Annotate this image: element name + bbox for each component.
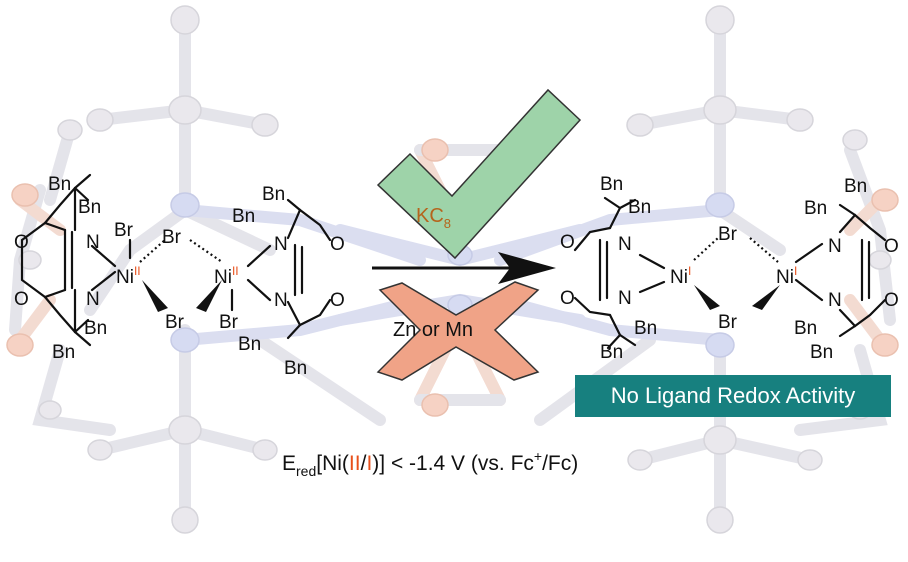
nitrogen-label: N xyxy=(86,232,100,253)
benzyl-label: Bn xyxy=(48,174,71,195)
oxidation-state: II xyxy=(134,264,141,278)
bromine-label: Br xyxy=(718,312,738,333)
reagent-zn-mn: Zn or Mn xyxy=(393,319,473,341)
checkmark-icon: KC8 xyxy=(376,88,582,260)
nitrogen-label: N xyxy=(618,288,632,309)
oxidation-state: II xyxy=(232,264,239,278)
benzyl-label: Bn xyxy=(794,318,817,339)
nitrogen-label: N xyxy=(618,234,632,255)
benzyl-label: Bn xyxy=(52,342,75,363)
benzyl-label: Bn xyxy=(232,206,255,227)
benzyl-label: Bn xyxy=(804,198,827,219)
nitrogen-label: N xyxy=(828,236,842,257)
benzyl-label: Bn xyxy=(810,342,833,363)
reaction-arrow xyxy=(372,252,556,284)
nickel-label: NiI xyxy=(670,264,691,288)
cross-icon: Zn or Mn xyxy=(376,281,540,381)
nickel-i-dimer: O O N N Bn Bn Bn Bn Br Br NiI NiI N N O … xyxy=(560,174,899,363)
oxygen-label: O xyxy=(330,234,345,255)
no-ligand-redox-activity-badge: No Ligand Redox Activity xyxy=(575,375,891,417)
oxygen-label: O xyxy=(14,289,29,310)
nickel-label: NiI xyxy=(776,264,797,288)
nitrogen-label: N xyxy=(86,289,100,310)
bromine-label: Br xyxy=(165,312,185,333)
oxygen-label: O xyxy=(884,236,899,257)
nickel-label: NiII xyxy=(214,264,239,288)
reduction-potential-caption: Ered[Ni(II/I)] < -1.4 V (vs. Fc+/Fc) xyxy=(282,448,578,479)
benzyl-label: Bn xyxy=(262,184,285,205)
benzyl-label: Bn xyxy=(84,318,107,339)
oxygen-label: O xyxy=(560,288,575,309)
nitrogen-label: N xyxy=(274,290,288,311)
benzyl-label: Bn xyxy=(600,342,623,363)
reagent-kc8: KC8 xyxy=(416,205,451,231)
benzyl-label: Bn xyxy=(634,318,657,339)
oxidation-state: I xyxy=(688,264,691,278)
bromine-label: Br xyxy=(718,224,738,245)
bromine-label: Br xyxy=(219,312,239,333)
nickel-label: NiII xyxy=(116,264,141,288)
oxygen-label: O xyxy=(14,232,29,253)
oxidation-state: I xyxy=(794,264,797,278)
benzyl-label: Bn xyxy=(844,176,867,197)
benzyl-label: Bn xyxy=(78,197,101,218)
nitrogen-label: N xyxy=(828,290,842,311)
bromine-label: Br xyxy=(162,227,182,248)
oxygen-label: O xyxy=(330,290,345,311)
benzyl-label: Bn xyxy=(284,358,307,379)
bromine-label: Br xyxy=(114,220,134,241)
benzyl-label: Bn xyxy=(600,174,623,195)
nitrogen-label: N xyxy=(274,234,288,255)
oxygen-label: O xyxy=(560,232,575,253)
benzyl-label: Bn xyxy=(628,197,651,218)
nickel-ii-dimer: O O N N Bn Bn Bn Bn Br Br Br Br NiII NiI… xyxy=(14,173,345,379)
benzyl-label: Bn xyxy=(238,334,261,355)
oxygen-label: O xyxy=(884,290,899,311)
